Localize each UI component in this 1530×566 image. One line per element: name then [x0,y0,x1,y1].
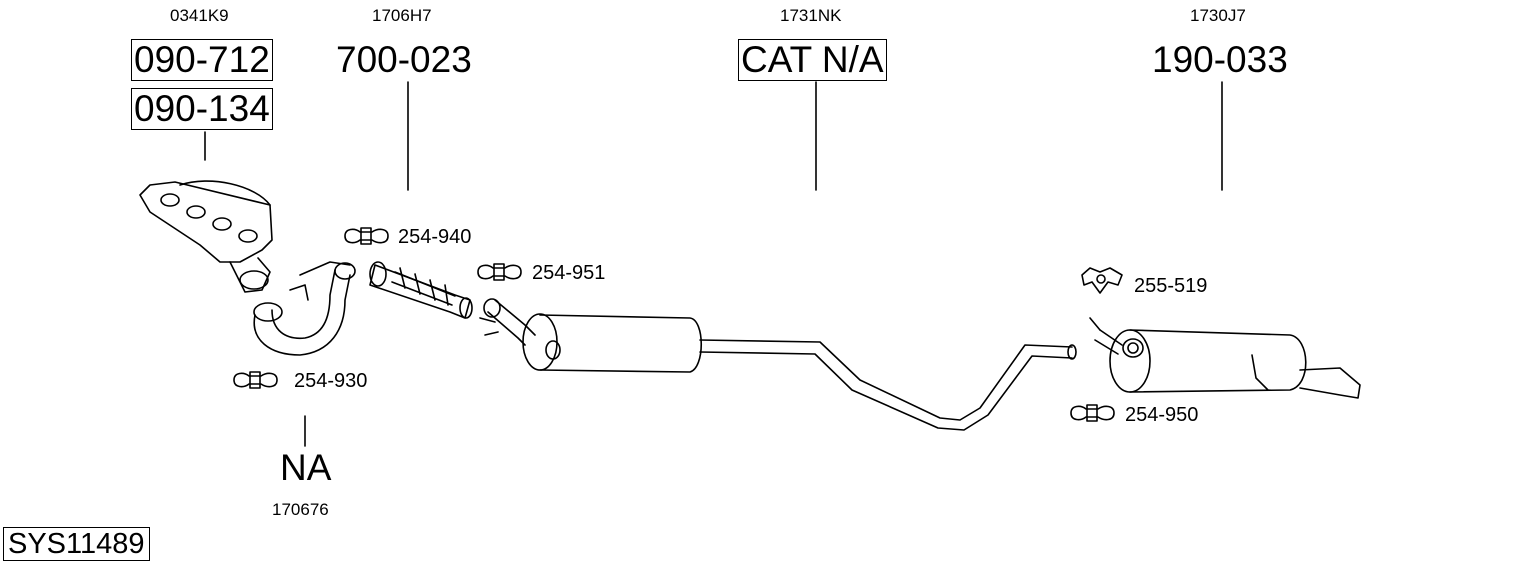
clamp-254-930-label[interactable]: 254-930 [294,370,368,392]
manifold-part-number-2[interactable]: 090-134 [131,88,273,130]
rear-silencer-part [1089,317,1361,399]
catalyst-part-number[interactable]: CAT N/A [738,39,887,81]
clamp-254-951-label[interactable]: 254-951 [532,262,606,284]
front-pipe-code: 170676 [272,500,329,519]
catalyst-part [479,298,1077,431]
rear-silencer-code: 1730J7 [1190,6,1246,25]
rear-silencer-part-number[interactable]: 190-033 [1152,39,1288,80]
down-pipe-part [253,261,356,356]
clamp-254-940-label[interactable]: 254-940 [398,226,472,248]
hanger-255-519-label[interactable]: 255-519 [1134,275,1208,297]
flex-pipe-part [369,261,473,319]
manifold-part-number-1[interactable]: 090-712 [131,39,273,81]
clamp-254-940-icon [344,227,389,245]
hanger-255-519-icon [1081,267,1123,294]
clamp-254-950-label[interactable]: 254-950 [1125,404,1199,426]
flex-pipe-code: 1706H7 [372,6,432,25]
clamp-254-950-icon [1070,404,1115,422]
clamp-254-930-icon [233,371,278,389]
catalyst-code: 1731NK [780,6,842,25]
manifold-code: 0341K9 [170,6,229,25]
clamp-254-951-icon [477,263,522,281]
flex-pipe-part-number[interactable]: 700-023 [336,39,472,80]
system-id-box: SYS11489 [3,527,150,561]
front-pipe-part-number[interactable]: NA [280,447,332,488]
exhaust-manifold-part [139,180,273,293]
